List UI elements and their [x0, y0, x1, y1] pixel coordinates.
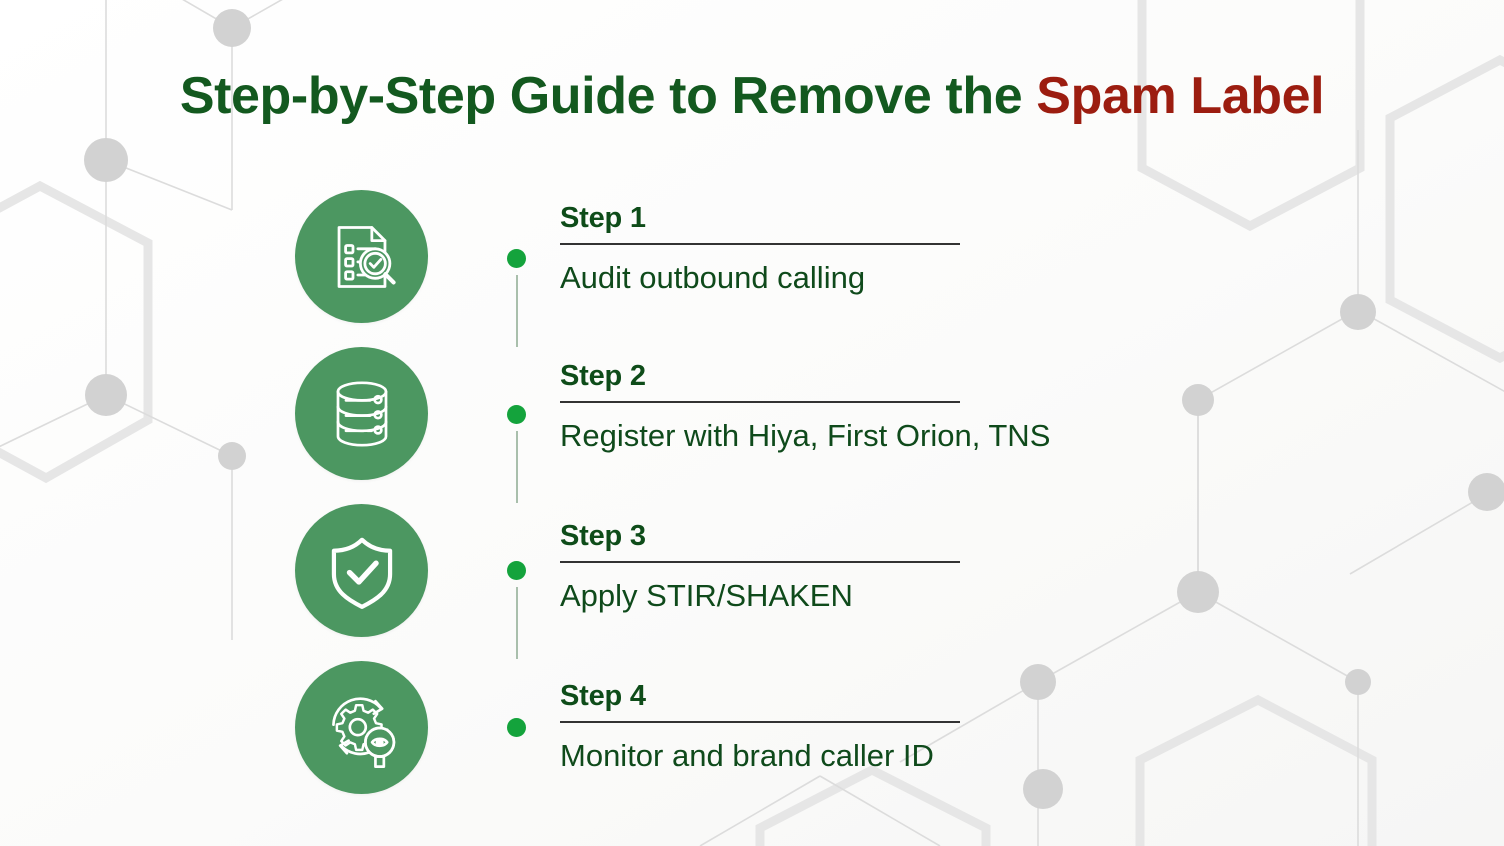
step-4-description: Monitor and brand caller ID	[560, 738, 934, 774]
step-3-description: Apply STIR/SHAKEN	[560, 578, 853, 614]
step-1-label: Step 1	[560, 202, 646, 234]
step-item-1: Step 1 Audit outbound calling	[560, 203, 1260, 296]
step-2-label: Step 2	[560, 360, 646, 392]
step-2-icon-badge	[295, 347, 428, 480]
step-3-icon-badge	[295, 504, 428, 637]
step-1-description: Audit outbound calling	[560, 260, 866, 296]
step-3-label: Step 3	[560, 520, 646, 552]
timeline-segment-1-2	[516, 275, 518, 347]
database-stack-icon	[322, 374, 402, 454]
timeline-segment-3-4	[516, 587, 518, 659]
step-4-icon-badge	[295, 661, 428, 794]
timeline-dot-step-2	[507, 405, 526, 424]
step-timeline	[507, 190, 527, 790]
step-1-icon-badge	[295, 190, 428, 323]
page-title: Step-by-Step Guide to Remove the Spam La…	[0, 66, 1504, 126]
page-title-red-text: Spam Label	[1036, 67, 1325, 125]
timeline-dot-step-3	[507, 561, 526, 580]
step-item-2: Step 2 Register with Hiya, First Orion, …	[560, 361, 1260, 454]
timeline-segment-2-3	[516, 431, 518, 503]
step-icon-column	[295, 190, 435, 818]
timeline-dot-step-4	[507, 718, 526, 737]
step-item-3: Step 3 Apply STIR/SHAKEN	[560, 521, 1260, 614]
page-title-green-text: Step-by-Step Guide to Remove the	[179, 67, 1037, 125]
step-2-description: Register with Hiya, First Orion, TNS	[560, 418, 1051, 454]
step-3-divider	[560, 561, 960, 564]
shield-check-icon	[323, 532, 401, 610]
gear-refresh-eye-magnifier-icon	[320, 686, 404, 770]
step-2-divider	[560, 401, 960, 404]
timeline-dot-step-1	[507, 249, 526, 268]
step-1-divider	[560, 243, 960, 246]
step-4-divider	[560, 721, 960, 724]
step-item-4: Step 4 Monitor and brand caller ID	[560, 681, 1260, 774]
document-checklist-magnifier-icon	[321, 216, 403, 298]
step-4-label: Step 4	[560, 680, 646, 712]
